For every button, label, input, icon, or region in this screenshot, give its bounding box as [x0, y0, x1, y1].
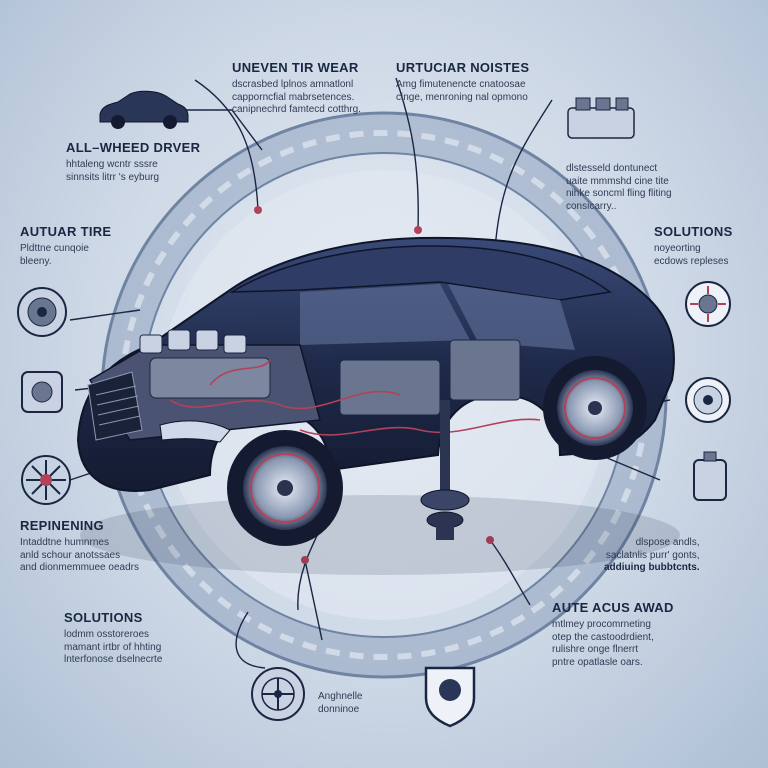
label-solutions-right: SOLUTIONS noyeorting ecdows repleses — [654, 224, 733, 268]
front-wheel — [227, 430, 343, 546]
line: saclatnlis purr' gonts, — [605, 549, 700, 561]
line-bold: addiuing bubbtcnts. — [604, 562, 700, 573]
label-bottom-center: Anghnelle donninoe — [318, 688, 362, 716]
bearing-icon — [685, 377, 731, 423]
line: and dionmemmuee oeadrs — [20, 562, 139, 574]
heading: SOLUTIONS — [654, 224, 733, 239]
line: cinge, menroning nal opmono — [396, 91, 528, 103]
line: Amg fimutenencte cnatoosae — [396, 79, 526, 91]
label-uneven-tire-wear: UNEVEN TIR WEAR dscrasbed lplnos amnatlo… — [232, 60, 361, 117]
sedan-car-icon — [99, 90, 189, 129]
line: sinnsits litrr 's eyburg — [66, 171, 160, 183]
fan-wheel-icon — [21, 455, 71, 505]
heading: URTUCIAR NOISTES — [396, 60, 530, 75]
label-urticular-noises: URTUCIAR NOISTES Amg fimutenencte cnatoo… — [396, 60, 529, 104]
line: hhtaleng wcntr sssre — [66, 159, 158, 171]
line: capporncfial mabrsetences. — [232, 91, 355, 103]
line: Anghnelle — [318, 691, 363, 702]
line: Intaddtne humnrnes — [20, 537, 109, 549]
heading: SOLUTIONS — [64, 610, 143, 625]
line: Pldttne cunqoie — [20, 243, 89, 255]
label-repinening: REPINENING Intaddtne humnrnes anld schou… — [20, 518, 139, 575]
sedan-cutaway — [76, 236, 680, 575]
line: mtlmey procomrneting — [552, 619, 651, 631]
gear-wheel-icon — [685, 281, 731, 327]
heading: AUTE ACUS AWAD — [552, 600, 674, 615]
label-aute-acus-awad: AUTE ACUS AWAD mtlmey procomrneting otep… — [552, 600, 674, 669]
line: dscrasbed lplnos amnatlonl — [232, 79, 354, 91]
line: anld schour anotssaes — [20, 549, 121, 561]
line: otep the castoodrdient, — [552, 631, 654, 643]
label-right-bottom-notes: dlspose andls, saclatnlis purr' gonts, a… — [604, 534, 700, 575]
line: donninoe — [318, 703, 360, 715]
line: consicarry.. — [566, 200, 617, 212]
label-solutions-left: SOLUTIONS lodmm osstoreroes mamant irtbr… — [64, 610, 162, 667]
line: mamant irtbr of hhting — [64, 641, 162, 653]
heading: ALL–WHEED DRVER — [66, 140, 201, 155]
line: rulishre onge flnerrt — [552, 644, 639, 656]
alloy-wheel-icon — [251, 667, 305, 721]
line: noyeorting — [654, 243, 701, 255]
heading: AUTUAR TIRE — [20, 224, 112, 239]
line: dlspose andls, — [635, 537, 700, 548]
line: canipnechrd famtecd cotthrg. — [232, 104, 361, 116]
line: lnterfonose dselnecrte — [64, 654, 163, 666]
line: bleeny. — [20, 255, 52, 267]
line: dlstesseld dontunect — [566, 163, 658, 174]
heading: UNEVEN TIR WEAR — [232, 60, 359, 75]
label-all-wheel-driver: ALL–WHEED DRVER hhtaleng wcntr sssre sin… — [66, 140, 200, 184]
brake-disc-icon — [17, 287, 67, 337]
line: lodmm osstoreroes — [64, 629, 150, 641]
line: nihke soncml fling fliting — [566, 188, 672, 199]
label-right-notes: dlstesseld dontunect uaite mmmshd cine t… — [566, 160, 672, 213]
shield-badge-icon — [424, 666, 476, 728]
line: pntre opatlasle oars. — [552, 656, 643, 668]
wheel-hub-icon — [21, 371, 63, 413]
line: uaite mmmshd cine tite — [566, 175, 669, 187]
line: ecdows repleses — [654, 255, 729, 267]
label-autuar-tire: AUTUAR TIRE Pldttne cunqoie bleeny. — [20, 224, 111, 268]
engine-block-icon — [567, 97, 635, 139]
rear-wheel — [543, 356, 647, 460]
heading: REPINENING — [20, 518, 104, 533]
shock-absorber — [420, 400, 470, 540]
fluid-container-icon — [693, 451, 727, 501]
